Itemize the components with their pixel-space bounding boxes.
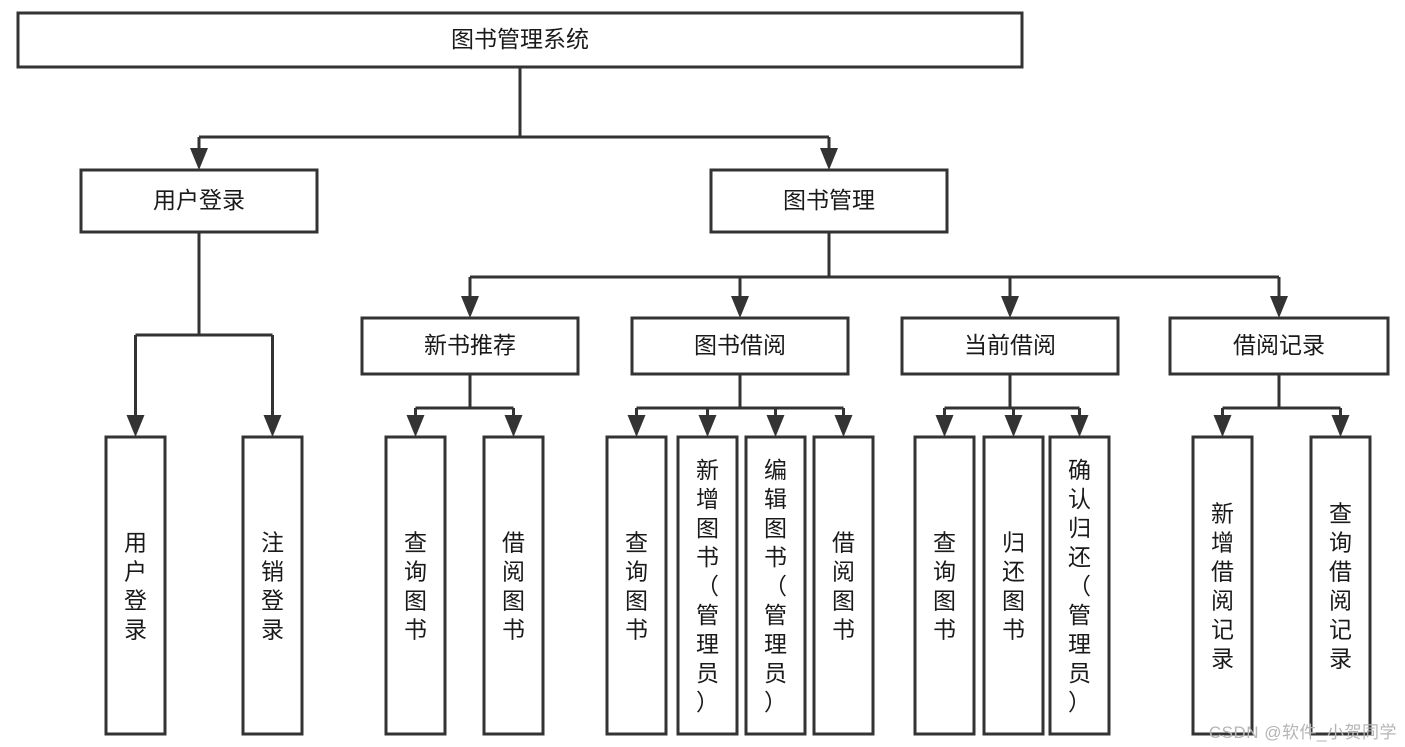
node-query-borrow-record[interactable]: 查询借阅记录 bbox=[1309, 435, 1372, 736]
node-box bbox=[900, 316, 1120, 376]
node-box bbox=[482, 435, 545, 736]
node-label: 用户登录 bbox=[124, 530, 147, 643]
node-box bbox=[104, 435, 167, 736]
node-box bbox=[79, 168, 319, 234]
node-label: 用户登录 bbox=[153, 187, 245, 213]
node-label: 当前借阅 bbox=[964, 332, 1056, 358]
node-label: 借阅图书 bbox=[832, 530, 855, 643]
node-box bbox=[744, 435, 807, 736]
node-box bbox=[982, 435, 1045, 736]
arrow-head-icon bbox=[1004, 415, 1023, 437]
node-user-login[interactable]: 用户登录 bbox=[79, 168, 319, 234]
arrow-head-icon bbox=[263, 415, 282, 437]
node-box bbox=[1309, 435, 1372, 736]
node-label: 查询借阅记录 bbox=[1329, 501, 1352, 672]
arrow-head-icon bbox=[406, 415, 425, 437]
arrow-head-icon bbox=[766, 415, 785, 437]
node-query-book-3[interactable]: 查询图书 bbox=[913, 435, 976, 736]
node-return-book[interactable]: 归还图书 bbox=[982, 435, 1045, 736]
node-book-management[interactable]: 图书管理 bbox=[709, 168, 949, 234]
node-box bbox=[1191, 435, 1254, 736]
node-label: 查询图书 bbox=[625, 530, 648, 643]
arrow-head-icon bbox=[820, 148, 838, 170]
nodes-layer: 图书管理系统用户登录图书管理用户登录注销登录新书推荐查询图书借阅图书图书借阅查询… bbox=[16, 11, 1390, 736]
arrow-head-icon bbox=[1331, 415, 1350, 437]
node-borrow-book-2[interactable]: 借阅图书 bbox=[812, 435, 875, 736]
node-query-book-1[interactable]: 查询图书 bbox=[384, 435, 447, 736]
node-label: 图书借阅 bbox=[694, 332, 786, 358]
node-confirm-return[interactable]: 确认归还（管理员） bbox=[1048, 435, 1111, 736]
node-new-book-recommend[interactable]: 新书推荐 bbox=[360, 316, 580, 376]
node-box bbox=[1048, 435, 1111, 736]
node-box bbox=[676, 435, 739, 736]
node-box bbox=[16, 11, 1024, 69]
node-edit-book[interactable]: 编辑图书（管理员） bbox=[744, 435, 807, 736]
arrow-head-icon bbox=[504, 415, 523, 437]
arrow-head-icon bbox=[1270, 296, 1288, 318]
arrow-head-icon bbox=[190, 148, 208, 170]
node-current-borrow[interactable]: 当前借阅 bbox=[900, 316, 1120, 376]
node-label: 查询图书 bbox=[933, 530, 956, 643]
node-label: 借阅记录 bbox=[1233, 332, 1325, 358]
node-box bbox=[913, 435, 976, 736]
node-box bbox=[241, 435, 304, 736]
node-label: 借阅图书 bbox=[502, 530, 525, 643]
arrow-head-icon bbox=[461, 296, 479, 318]
node-book-borrow[interactable]: 图书借阅 bbox=[630, 316, 850, 376]
arrow-head-icon bbox=[1070, 415, 1089, 437]
node-box bbox=[709, 168, 949, 234]
node-label: 归还图书 bbox=[1002, 530, 1025, 643]
node-label: 注销登录 bbox=[261, 530, 284, 643]
node-box bbox=[1168, 316, 1390, 376]
node-add-book[interactable]: 新增图书（管理员） bbox=[676, 435, 739, 736]
node-box bbox=[384, 435, 447, 736]
connectors-layer bbox=[126, 67, 1350, 437]
node-label: 新增图书（管理员） bbox=[696, 457, 719, 715]
node-user-logout[interactable]: 注销登录 bbox=[241, 435, 304, 736]
node-label: 新书推荐 bbox=[424, 332, 516, 358]
node-borrow-book-1[interactable]: 借阅图书 bbox=[482, 435, 545, 736]
node-box bbox=[812, 435, 875, 736]
node-box bbox=[360, 316, 580, 376]
node-label: 图书管理 bbox=[783, 187, 875, 213]
node-label: 图书管理系统 bbox=[451, 26, 589, 52]
node-user-login-do[interactable]: 用户登录 bbox=[104, 435, 167, 736]
arrow-head-icon bbox=[698, 415, 717, 437]
arrow-head-icon bbox=[126, 415, 145, 437]
arrow-head-icon bbox=[834, 415, 853, 437]
node-label: 确认归还（管理员） bbox=[1068, 457, 1091, 715]
node-borrow-record[interactable]: 借阅记录 bbox=[1168, 316, 1390, 376]
arrow-head-icon bbox=[627, 415, 646, 437]
node-label: 新增借阅记录 bbox=[1211, 501, 1234, 672]
node-query-book-2[interactable]: 查询图书 bbox=[605, 435, 668, 736]
arrow-head-icon bbox=[1213, 415, 1232, 437]
node-box bbox=[605, 435, 668, 736]
node-root[interactable]: 图书管理系统 bbox=[16, 11, 1024, 69]
node-add-borrow-record[interactable]: 新增借阅记录 bbox=[1191, 435, 1254, 736]
node-box bbox=[630, 316, 850, 376]
arrow-head-icon bbox=[935, 415, 954, 437]
node-label: 编辑图书（管理员） bbox=[764, 457, 787, 715]
arrow-head-icon bbox=[731, 296, 749, 318]
arrow-head-icon bbox=[1001, 296, 1019, 318]
node-label: 查询图书 bbox=[404, 530, 427, 643]
